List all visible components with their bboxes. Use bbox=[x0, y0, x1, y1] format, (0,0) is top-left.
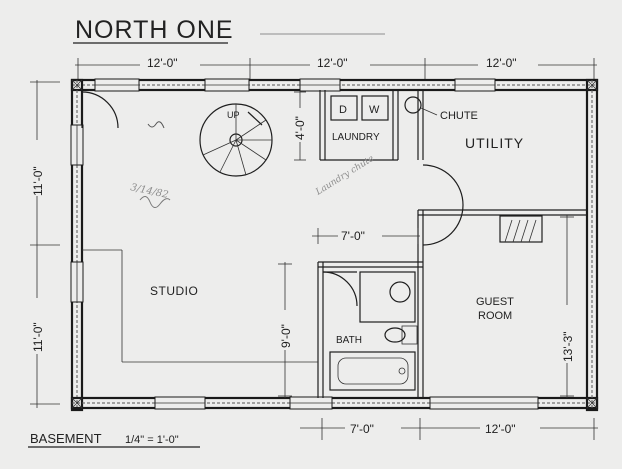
dimension-bath-width: 7'-0" bbox=[341, 229, 365, 243]
bath-door-swing bbox=[322, 271, 358, 307]
pencil-date-note: 3/14/82 bbox=[129, 182, 169, 201]
guest-depth-dimension bbox=[559, 215, 576, 398]
dimension-bottom-guest: 12'-0" bbox=[485, 422, 516, 436]
caption-level: BASEMENT bbox=[30, 431, 102, 446]
dimension-bottom-bath: 7'-0" bbox=[350, 422, 374, 436]
washer bbox=[361, 95, 389, 121]
guest-closet bbox=[499, 215, 543, 243]
dryer-label: D bbox=[339, 104, 347, 116]
chute-leader bbox=[420, 107, 438, 116]
room-label-studio: STUDIO bbox=[150, 284, 198, 298]
dimension-bath-depth: 9'-0" bbox=[279, 324, 293, 348]
toilet bbox=[384, 325, 418, 345]
dimension-top-left: 12'-0" bbox=[147, 56, 178, 70]
pencil-scribble bbox=[147, 121, 165, 129]
dimension-top-mid: 12'-0" bbox=[317, 56, 348, 70]
pencil-signature bbox=[139, 196, 171, 208]
dimension-guest-depth: 13'-3" bbox=[561, 331, 575, 362]
exterior-wall-right bbox=[585, 78, 599, 412]
dryer bbox=[330, 95, 358, 121]
exterior-wall-bottom bbox=[70, 396, 599, 410]
room-label-guest-line1: GUEST bbox=[476, 296, 514, 308]
interior-walls bbox=[82, 90, 587, 398]
dimension-left-upper: 11'-0" bbox=[31, 166, 45, 196]
dimension-top-right: 12'-0" bbox=[486, 56, 517, 70]
bottom-dimension-string bbox=[300, 418, 598, 440]
room-label-guest-line2: ROOM bbox=[478, 310, 512, 322]
laundry-chute bbox=[404, 96, 422, 114]
top-dimension-string bbox=[75, 56, 597, 80]
bathtub bbox=[329, 351, 416, 391]
dimension-laundry-depth: 4'-0" bbox=[293, 116, 307, 140]
sheet-title: NORTH ONE bbox=[75, 16, 234, 44]
spiral-stair bbox=[199, 103, 273, 177]
entry-door-swing bbox=[81, 91, 119, 129]
left-dimension-string bbox=[28, 80, 60, 408]
bath-width-dimension bbox=[312, 228, 420, 244]
exterior-wall-top bbox=[70, 78, 599, 92]
dimension-left-lower: 11'-0" bbox=[31, 322, 45, 352]
exterior-wall-left bbox=[70, 78, 84, 412]
laundry-depth-dimension bbox=[292, 91, 308, 161]
stair-up-label: UP bbox=[227, 110, 240, 120]
corner-markers bbox=[71, 79, 598, 409]
room-label-bath: BATH bbox=[336, 335, 362, 346]
bath-vanity bbox=[359, 271, 416, 323]
room-label-laundry: LAUNDRY bbox=[332, 132, 380, 143]
room-label-utility: UTILITY bbox=[465, 135, 524, 151]
washer-label: W bbox=[369, 104, 380, 116]
bath-depth-dimension bbox=[277, 262, 293, 398]
utility-door-swing bbox=[422, 164, 464, 246]
chute-label: CHUTE bbox=[440, 110, 478, 122]
caption-scale: 1/4" = 1'-0" bbox=[125, 434, 179, 446]
